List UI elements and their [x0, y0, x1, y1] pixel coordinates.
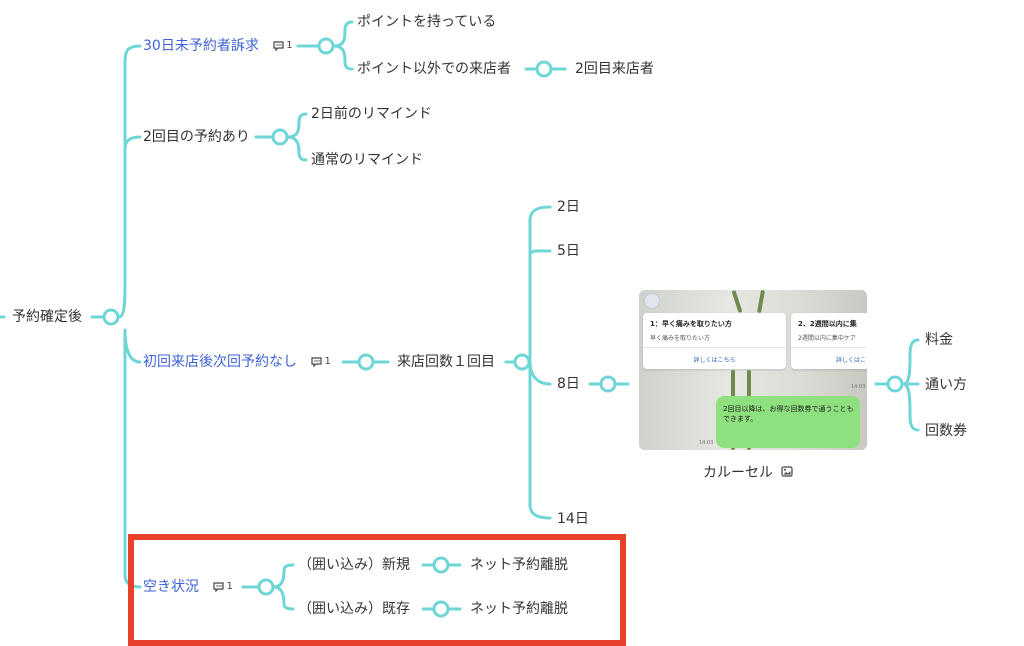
card-button[interactable]: 詳しくはこちら [836, 357, 867, 364]
node-label: ポイント以外での来店者 [357, 61, 511, 77]
comment-count: 1 [286, 40, 293, 51]
node-2day-reminder[interactable]: 2日前のリマインド [311, 104, 432, 124]
caption-label: カルーセル [703, 465, 773, 481]
branch-second-booking-node[interactable]: 2回目の予約あり [143, 127, 250, 147]
node-label: 回数券 [925, 423, 967, 439]
node-label: （囲い込み）新規 [298, 557, 410, 573]
comment-icon [273, 41, 284, 51]
comment-badge[interactable]: 1 [213, 577, 233, 597]
node-label: ネット予約離脱 [470, 601, 568, 617]
plant-stem [731, 290, 743, 314]
branch-second-booking-label: 2回目の予約あり [143, 129, 250, 145]
card-button[interactable]: 詳しくはこちら [693, 357, 736, 364]
root-label: 予約確定後 [12, 309, 82, 325]
node-label: 2日前のリマインド [311, 106, 432, 122]
carousel-image[interactable]: 1：早く痛みを取りたい方 早く痛みを取りたい方 詳しくはこちら 2、2週間以内に… [639, 290, 867, 450]
connector-branch3 [341, 205, 630, 520]
comment-icon [213, 582, 225, 592]
node-normal-reminder[interactable]: 通常のリマインド [311, 150, 423, 170]
card-title: 2、2週間以内に集 [798, 320, 857, 328]
node-non-points[interactable]: ポイント以外での来店者 [357, 59, 511, 79]
node-visit-count-1[interactable]: 来店回数１回目 [397, 352, 495, 372]
node-label: （囲い込み）既存 [298, 601, 410, 617]
node-day-14[interactable]: 14日 [557, 509, 589, 529]
comment-count: 1 [226, 581, 233, 592]
message-bubble: 2回目以降は、お得な回数券で通うこともできます。 [716, 396, 860, 448]
bubble-text: 2回目以降は、お得な回数券で通うこともできます。 [723, 405, 854, 423]
branch-no-next-booking-label: 初回来店後次回予約なし [143, 354, 297, 370]
node-label: 5日 [557, 243, 580, 259]
connector-node [271, 128, 289, 146]
carousel-card[interactable]: 2、2週間以内に集 2週間以内に集中ケア 詳しくはこちら [791, 313, 867, 369]
branch-30day-label: 30日未予約者訴求 [143, 38, 259, 54]
node-second-visit[interactable]: 2回目来店者 [575, 59, 654, 79]
connector-branch4-children [421, 563, 462, 611]
node-label: 来店回数１回目 [397, 354, 495, 370]
connector-node [432, 600, 450, 618]
connector-carousel [874, 338, 920, 432]
card-title: 1：早く痛みを取りたい方 [650, 320, 732, 328]
branch-availability-label: 空き状況 [143, 579, 199, 595]
comment-count: 1 [324, 356, 331, 367]
node-label: 8日 [557, 376, 580, 392]
comment-icon [311, 357, 323, 367]
node-enclose-existing[interactable]: （囲い込み）既存 [298, 599, 410, 619]
node-net-booking-dropout[interactable]: ネット予約離脱 [470, 555, 568, 575]
connector-node [886, 375, 904, 393]
node-day-8[interactable]: 8日 [557, 374, 580, 394]
connector-node [357, 353, 375, 371]
node-label: ネット予約離脱 [470, 557, 568, 573]
connector-branch1 [296, 20, 354, 71]
node-label: 料金 [925, 332, 953, 348]
connector-node [432, 556, 450, 574]
connector-node [317, 37, 335, 55]
timestamp: 14:03 [851, 384, 866, 390]
timestamp: 14:03 [699, 440, 714, 446]
node-label: 通常のリマインド [311, 152, 423, 168]
connector-branch4 [241, 563, 295, 611]
card-divider [643, 347, 786, 348]
connector-node [257, 578, 275, 596]
carousel-caption[interactable]: カルーセル [703, 462, 793, 482]
branch-no-next-booking-node[interactable]: 初回来店後次回予約なし 1 [143, 352, 331, 372]
node-fee[interactable]: 料金 [925, 330, 953, 350]
comment-badge[interactable]: 1 [311, 352, 331, 372]
connector-node [513, 353, 531, 371]
card-subtitle: 2週間以内に集中ケア [798, 335, 856, 342]
node-label: 2日 [557, 199, 580, 215]
node-net-booking-dropout[interactable]: ネット予約離脱 [470, 599, 568, 619]
node-points[interactable]: ポイントを持っている [357, 12, 496, 32]
node-coupon-ticket[interactable]: 回数券 [925, 421, 967, 441]
comment-badge[interactable]: 1 [273, 36, 293, 56]
branch-availability-node[interactable]: 空き状況 1 [143, 577, 233, 597]
root-node[interactable]: 予約確定後 [12, 307, 82, 327]
branch-30day-node[interactable]: 30日未予約者訴求 1 [143, 36, 293, 56]
node-how-to-visit[interactable]: 通い方 [925, 375, 967, 395]
connector-node [535, 60, 553, 78]
connector-branch2 [254, 112, 308, 162]
node-label: 2回目来店者 [575, 61, 654, 77]
node-label: ポイントを持っている [357, 14, 497, 30]
node-label: 14日 [557, 511, 589, 527]
carousel-card[interactable]: 1：早く痛みを取りたい方 早く痛みを取りたい方 詳しくはこちら [643, 313, 786, 369]
connector-node [599, 375, 617, 393]
node-day-2[interactable]: 2日 [557, 197, 580, 217]
node-enclose-new[interactable]: （囲い込み）新規 [298, 555, 410, 575]
card-subtitle: 早く痛みを取りたい方 [650, 335, 711, 342]
card-divider [791, 347, 867, 348]
plant-stem [757, 290, 765, 314]
image-icon [781, 465, 793, 481]
node-label: 通い方 [925, 377, 967, 393]
connector-root-to-branches [90, 44, 142, 589]
node-day-5[interactable]: 5日 [557, 241, 580, 261]
avatar [644, 293, 660, 309]
connector-node [102, 308, 120, 326]
highlight-box [128, 534, 626, 646]
